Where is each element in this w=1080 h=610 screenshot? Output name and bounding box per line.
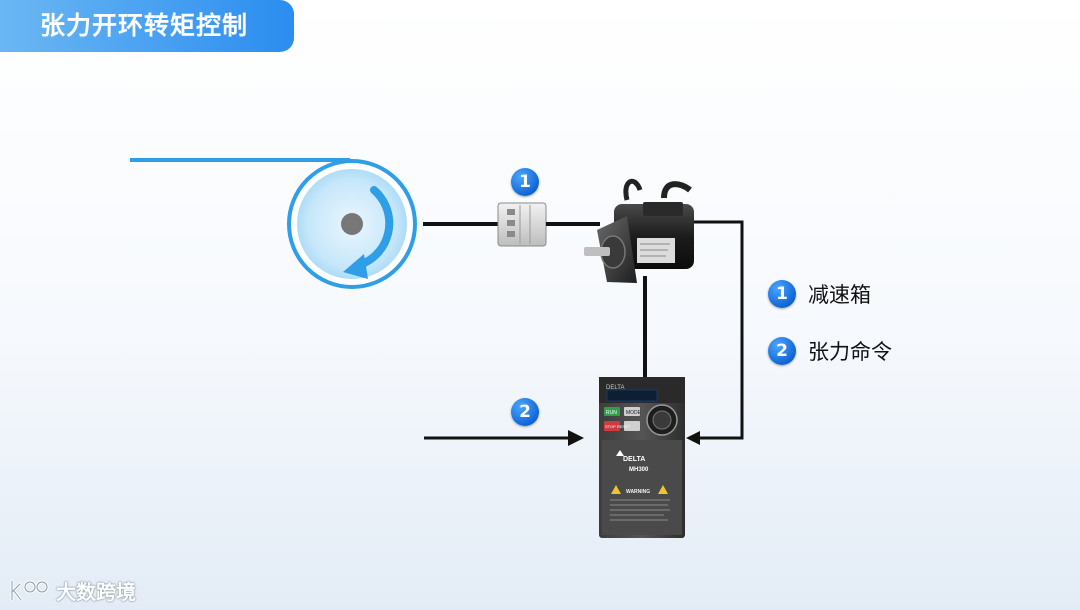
mode-key-label: MODE — [626, 410, 642, 416]
tension-command-arrowhead-icon — [568, 430, 584, 446]
gearbox-icon — [497, 202, 547, 247]
warning-triangle-right-icon — [658, 485, 668, 494]
callout-badge-tension-command: 2 — [511, 398, 539, 426]
watermark: 大数跨境 — [8, 576, 136, 605]
legend-label: 张力命令 — [808, 340, 892, 364]
legend-badge: 1 — [768, 280, 796, 308]
servo-motor-icon — [584, 178, 694, 283]
legend-item-tension-command: 2 张力命令 — [768, 336, 892, 366]
legend-label: 减速箱 — [808, 283, 871, 307]
title-banner: 张力开环转矩控制 — [0, 0, 294, 52]
run-key-label: RUN — [606, 410, 617, 416]
drive-model-label: MH300 — [629, 467, 649, 473]
stop-key-label: STOP RESET — [605, 424, 631, 429]
legend-item-gearbox: 1 减速箱 — [768, 279, 871, 309]
drive-brand-label: DELTA — [623, 456, 645, 463]
ac-drive-icon: DELTA RUN MODE STOP RESET DELTA MH300 WA… — [599, 377, 685, 538]
drive-top-logo: DELTA — [606, 385, 624, 391]
feedback-wire — [690, 220, 744, 440]
winding-roll — [287, 159, 417, 289]
koo-logo-icon — [10, 579, 49, 601]
legend-badge: 2 — [768, 337, 796, 365]
feedback-arrowhead-icon — [686, 431, 700, 445]
callout-badge-gearbox: 1 — [511, 168, 539, 196]
rotation-arrowhead-icon — [343, 254, 368, 279]
warning-label: WARNING — [626, 489, 650, 495]
warning-triangle-left-icon — [611, 485, 621, 494]
watermark-text: 大数跨境 — [56, 580, 136, 604]
page-title: 张力开环转矩控制 — [40, 11, 249, 40]
rotation-arrow-icon — [352, 186, 394, 270]
